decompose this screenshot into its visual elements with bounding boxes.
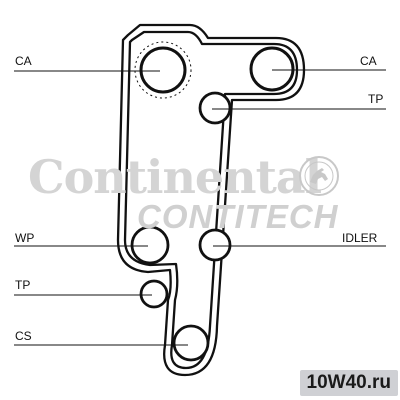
horse-seal-logo [299,156,339,196]
label-tp-bottom: TP [15,278,31,292]
tensioner-pulley-top [198,91,232,125]
label-wp: WP [15,231,35,245]
label-ca-right: CA [360,54,377,68]
label-ca-left: CA [15,54,32,68]
contitech-watermark: CONTITECH [137,198,339,235]
label-tp-top: TP [368,92,384,106]
crankshaft-pulley [172,324,210,362]
continental-watermark: Continental [28,150,322,204]
camshaft-pulley-right [249,46,295,92]
water-pump-pulley [130,225,170,265]
label-cs: CS [15,329,32,343]
idler-pulley [198,228,232,262]
site-badge-text: 10W40.ru [306,372,391,393]
belt-outer [116,23,306,377]
site-badge[interactable]: 10W40.ru [299,370,398,396]
camshaft-pulley-left [134,41,192,99]
tensioner-pulley-bottom [139,279,169,309]
label-idler: IDLER [342,231,378,245]
